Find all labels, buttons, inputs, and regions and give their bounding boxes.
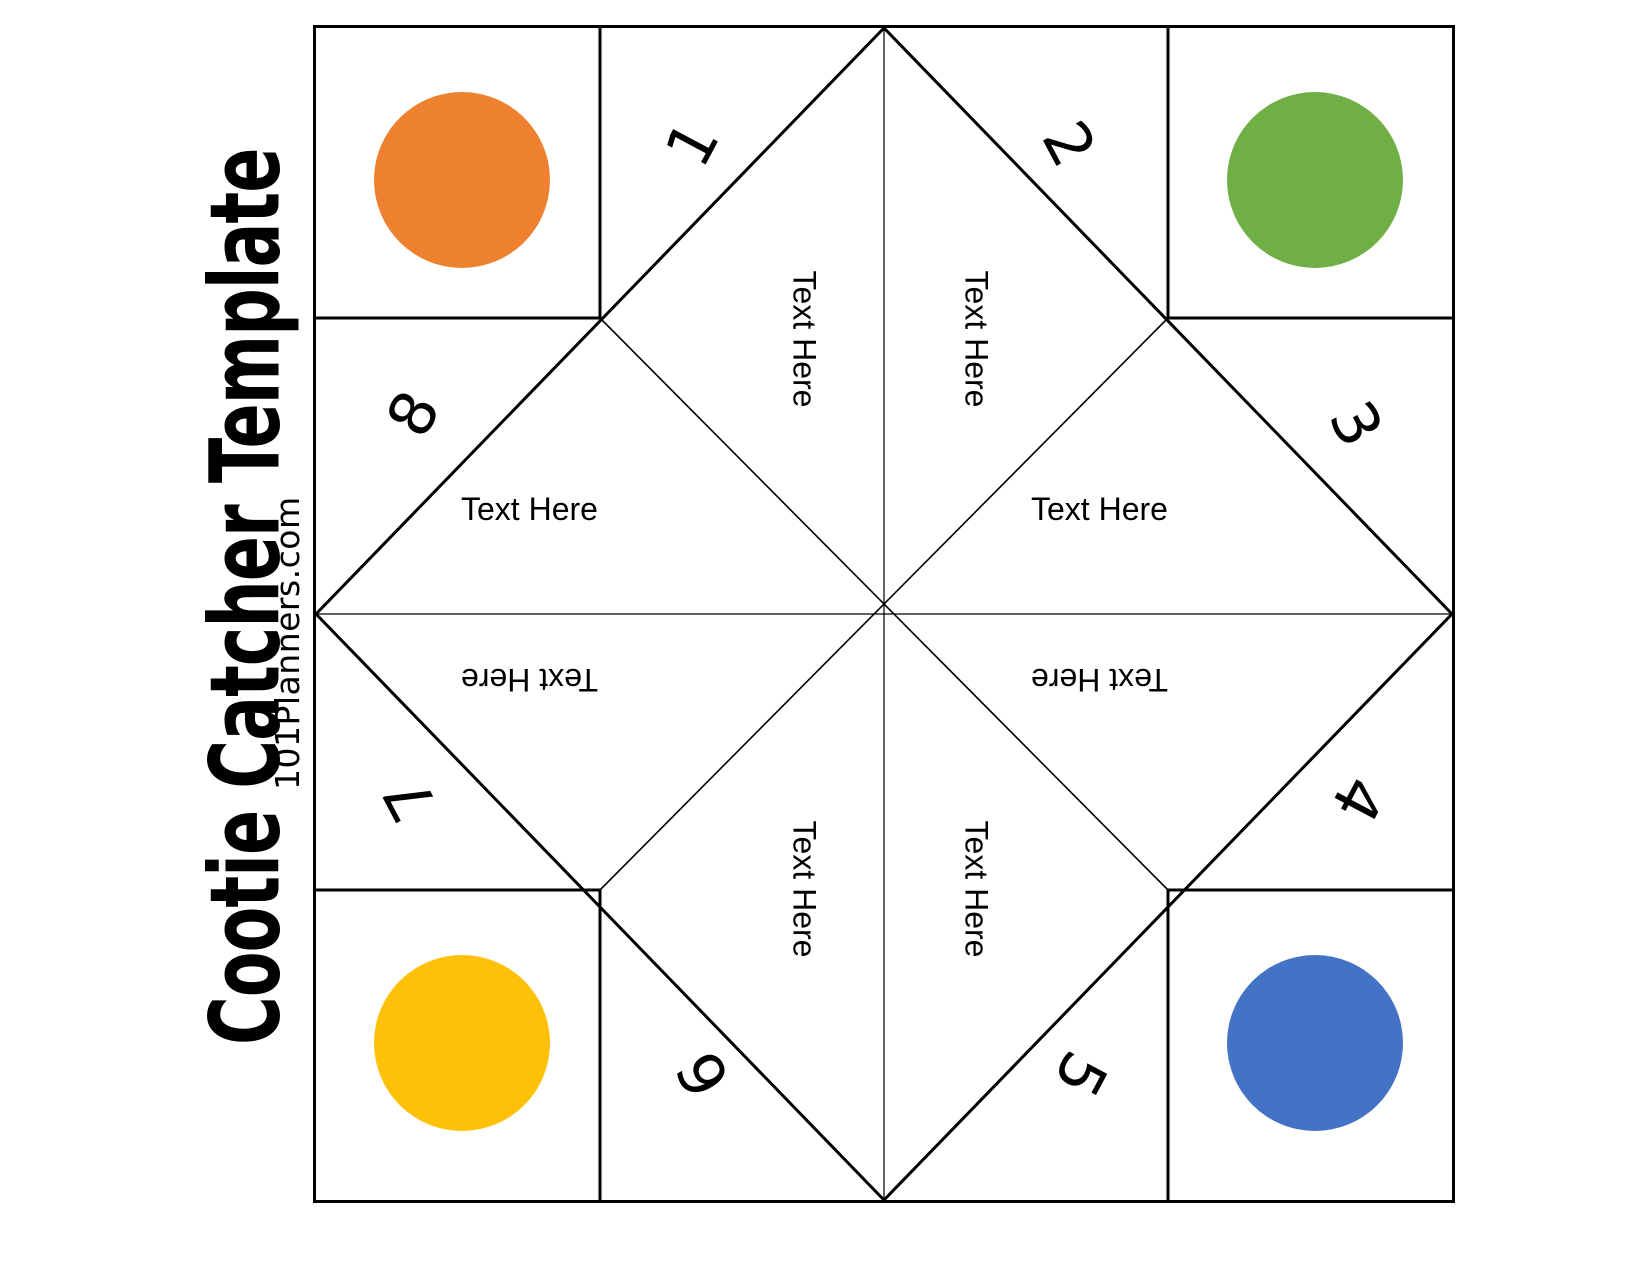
corner-cell-bottom-left	[316, 877, 603, 1200]
yellow-circle-icon	[374, 955, 550, 1131]
text-slot-6[interactable]: Text Here	[786, 820, 823, 958]
site-credit: 101Planners.com	[268, 496, 307, 790]
text-slot-4[interactable]: Text Here	[1031, 662, 1168, 698]
corner-box-bottom-left	[316, 888, 602, 1200]
fold-lines	[316, 28, 1452, 1200]
orange-circle-icon	[374, 92, 550, 268]
corner-cell-top-left	[316, 28, 603, 318]
cootie-catcher-sheet: 1 2 3 4 5 6 7 8 Text Here Text Here Text…	[313, 25, 1455, 1203]
corner-box-bottom-right	[1166, 888, 1452, 1200]
text-slot-2[interactable]: Text Here	[958, 270, 995, 408]
corner-cell-bottom-right	[1165, 877, 1452, 1200]
green-circle-icon	[1227, 92, 1403, 268]
text-slot-7[interactable]: Text Here	[461, 662, 598, 698]
text-slot-8[interactable]: Text Here	[461, 491, 598, 527]
corner-cell-top-right	[1165, 28, 1452, 318]
text-slot-1[interactable]: Text Here	[786, 270, 823, 408]
text-slot-3[interactable]: Text Here	[1031, 491, 1168, 527]
corner-box-top-right	[1166, 28, 1452, 320]
corner-box-top-left	[316, 28, 602, 320]
diamond-outline	[316, 28, 1452, 1200]
text-slot-5[interactable]: Text Here	[958, 820, 995, 958]
title-block: Cootie Catcher Template 101Planners.com	[0, 0, 307, 1275]
blue-circle-icon	[1227, 955, 1403, 1131]
